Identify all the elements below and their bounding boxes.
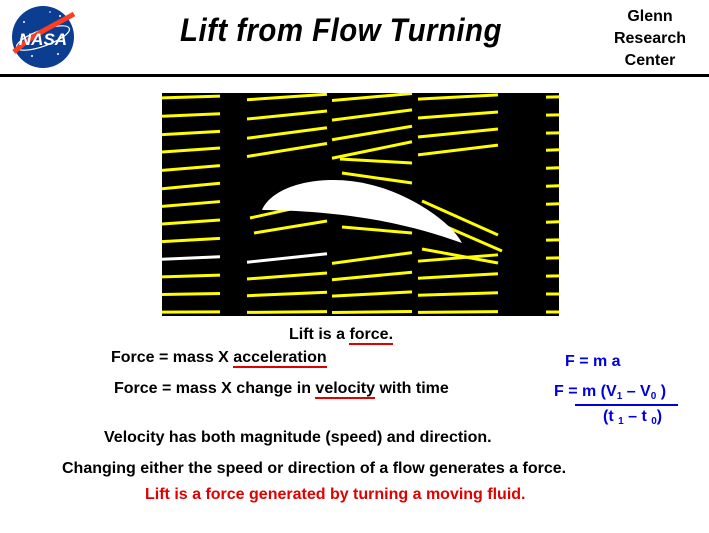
streamline-dash <box>162 94 221 100</box>
streamline-dash <box>162 146 221 154</box>
equation-f-ma: F = m a <box>565 353 621 370</box>
streamline-dash <box>331 124 413 142</box>
force-highlight: force. <box>349 326 394 345</box>
logo-wordmark: NASA <box>19 30 67 49</box>
flow-diagram <box>162 93 559 316</box>
streamline-dash <box>417 127 499 139</box>
streamline-dash <box>246 252 328 264</box>
streamline-group <box>162 93 559 315</box>
streamline-dash <box>331 108 413 122</box>
logo-chevron <box>12 11 76 54</box>
streamline-dash <box>341 225 413 235</box>
streamline-dash <box>162 181 221 191</box>
streamline-dash <box>162 273 221 279</box>
streamline-dash <box>162 200 221 208</box>
fraction-bar <box>575 404 678 406</box>
streamline-dash <box>421 247 499 265</box>
streamline-dash <box>162 112 221 118</box>
streamline-dash <box>339 157 413 165</box>
streamline-dash <box>162 236 221 244</box>
streamline-dash <box>162 255 221 261</box>
nasa-logo: NASA <box>12 6 76 68</box>
streamline-dash <box>417 291 499 297</box>
center-label-line3: Center <box>624 52 676 69</box>
acceleration-highlight: acceleration <box>233 349 327 368</box>
streamline-dash <box>417 143 499 157</box>
streamline-dash <box>417 93 499 101</box>
streamline-dash <box>162 218 221 226</box>
streamline-dash <box>331 309 413 315</box>
streamline-dash <box>421 199 499 237</box>
equation-numerator: F = m (V1 – V0 ) <box>554 383 667 402</box>
force-acceleration-line: Force = mass X acceleration <box>111 349 327 368</box>
velocity-highlight: velocity <box>315 380 376 399</box>
lift-conclusion-line: Lift is a force generated by turning a m… <box>145 486 526 503</box>
streamline-dash <box>246 290 328 298</box>
streamline-dash <box>246 109 328 121</box>
streamline-dash <box>545 184 559 188</box>
streamline-dash <box>417 272 499 280</box>
force-change-velocity-line: Force = mass X change in velocity with t… <box>114 380 449 399</box>
streamline-dash <box>331 270 413 282</box>
streamline-dash <box>331 140 413 160</box>
streamline-dash <box>246 126 328 140</box>
streamline-dash <box>246 93 328 102</box>
page-title: Lift from Flow Turning <box>180 12 502 48</box>
streamline-dash <box>331 93 413 103</box>
streamline-dash <box>331 251 413 265</box>
streamline-dash <box>162 291 221 297</box>
streamline-dash <box>246 142 328 158</box>
center-label: Glenn Research Center <box>596 6 704 72</box>
airfoil <box>262 179 462 243</box>
streamline-dash <box>246 271 328 281</box>
lift-is-force-line: Lift is a force. <box>289 326 394 345</box>
center-label-line1: Glenn <box>627 8 673 25</box>
streamline-dash <box>253 219 328 235</box>
center-label-line2: Research <box>613 30 687 47</box>
changing-flow-line: Changing either the speed or direction o… <box>62 460 567 477</box>
streamline-dash <box>417 110 499 120</box>
streamline-dash <box>162 129 221 137</box>
streamline-dash <box>331 290 413 298</box>
streamline-dash <box>341 171 413 185</box>
streamline-dash <box>417 310 499 314</box>
streamline-dash <box>246 310 328 314</box>
streamline-dash <box>162 164 221 172</box>
header-divider <box>0 74 709 77</box>
streamline-dash <box>417 253 499 263</box>
velocity-direction-line: Velocity has both magnitude (speed) and … <box>104 429 492 446</box>
equation-denominator: (t 1 – t 0) <box>603 408 663 427</box>
